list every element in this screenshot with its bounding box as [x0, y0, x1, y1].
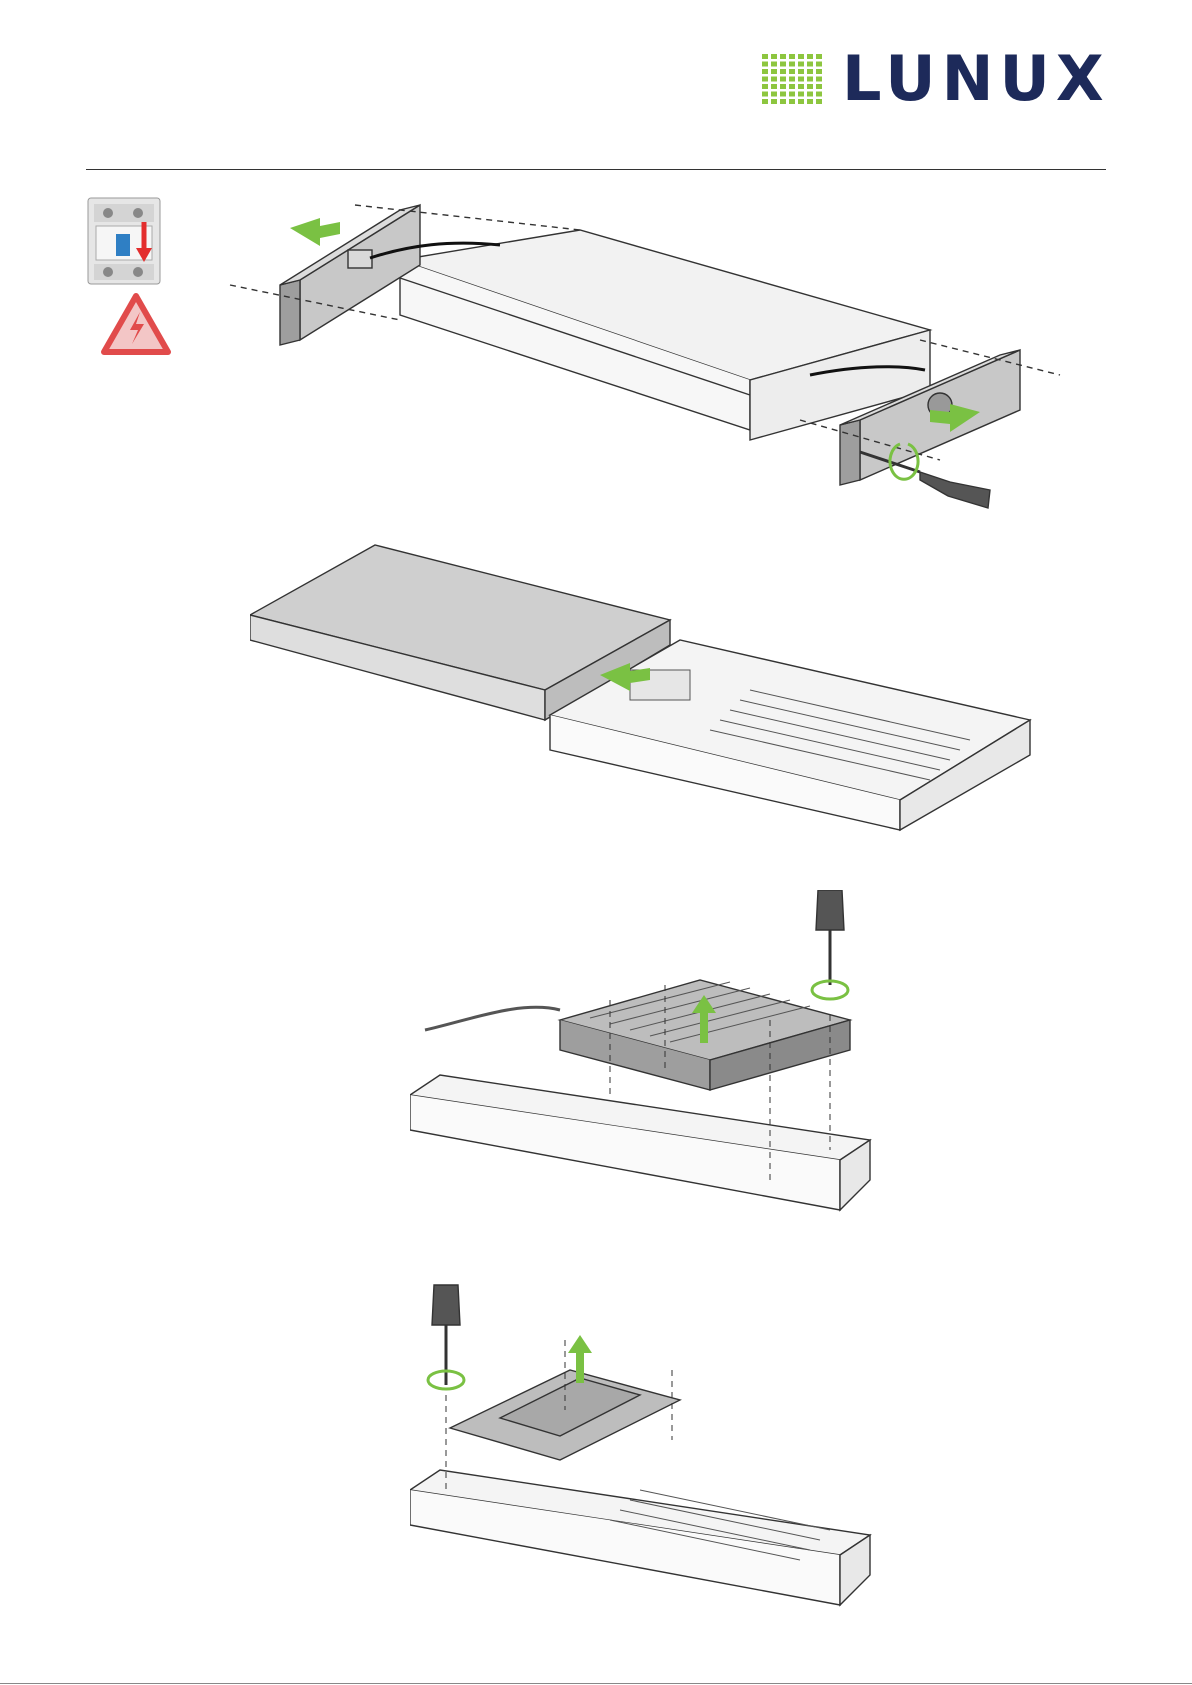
- logo-dot: [780, 84, 786, 89]
- logo-dot: [762, 62, 768, 67]
- logo-dot: [798, 84, 804, 89]
- logo-dot: [789, 84, 795, 89]
- step-remove-end-caps-figure: [220, 190, 1090, 550]
- logo-dot: [816, 84, 822, 89]
- logo-dot: [807, 99, 813, 104]
- logo-dot: [807, 77, 813, 82]
- logo-dot: [780, 62, 786, 67]
- logo-dot: [798, 77, 804, 82]
- step-unscrew-driver-plate-figure: [410, 1280, 890, 1610]
- circuit-breaker-off-icon: [86, 196, 162, 286]
- logo-dot: [771, 69, 777, 74]
- footer-divider: [0, 1683, 1192, 1684]
- logo-dot: [780, 77, 786, 82]
- logo-dot: [816, 62, 822, 67]
- logo-dot: [789, 77, 795, 82]
- logo-dot: [807, 62, 813, 67]
- logo-dot: [762, 77, 768, 82]
- logo-dot: [816, 92, 822, 97]
- logo-dot-grid: [760, 52, 840, 106]
- logo-dot: [762, 84, 768, 89]
- logo-dot: [789, 54, 795, 59]
- logo-dot: [780, 99, 786, 104]
- logo-dot: [762, 92, 768, 97]
- logo-dot: [816, 54, 822, 59]
- logo-dot: [816, 99, 822, 104]
- electric-hazard-warning-icon: [100, 292, 172, 358]
- logo-dot: [771, 62, 777, 67]
- logo-dot: [780, 69, 786, 74]
- logo-dot: [771, 92, 777, 97]
- logo-dot: [789, 99, 795, 104]
- logo-dot: [762, 54, 768, 59]
- logo-dot: [771, 77, 777, 82]
- logo-dot: [762, 99, 768, 104]
- logo-dot: [789, 92, 795, 97]
- logo-dot: [798, 99, 804, 104]
- logo-dot: [798, 92, 804, 97]
- logo-dot: [816, 77, 822, 82]
- logo-dot: [807, 54, 813, 59]
- logo-dot: [816, 69, 822, 74]
- logo-dot: [798, 69, 804, 74]
- logo-dot: [762, 69, 768, 74]
- logo-text: LUNUX: [842, 40, 1110, 118]
- logo-dot: [798, 62, 804, 67]
- step-unscrew-led-module-figure: [410, 890, 890, 1220]
- logo-dot: [771, 99, 777, 104]
- logo-dot: [771, 54, 777, 59]
- logo-dot: [798, 54, 804, 59]
- step-slide-off-cover-figure: [250, 540, 1050, 840]
- arrow-left-icon: [290, 218, 340, 246]
- logo-dot: [789, 62, 795, 67]
- logo-dot: [807, 84, 813, 89]
- logo-dot: [771, 84, 777, 89]
- header-divider: [86, 169, 1106, 170]
- logo-dot: [780, 54, 786, 59]
- logo-dot: [789, 69, 795, 74]
- logo-dot: [807, 92, 813, 97]
- logo-dot: [780, 92, 786, 97]
- lunux-logo: LUNUX: [760, 52, 1140, 106]
- logo-dot: [807, 69, 813, 74]
